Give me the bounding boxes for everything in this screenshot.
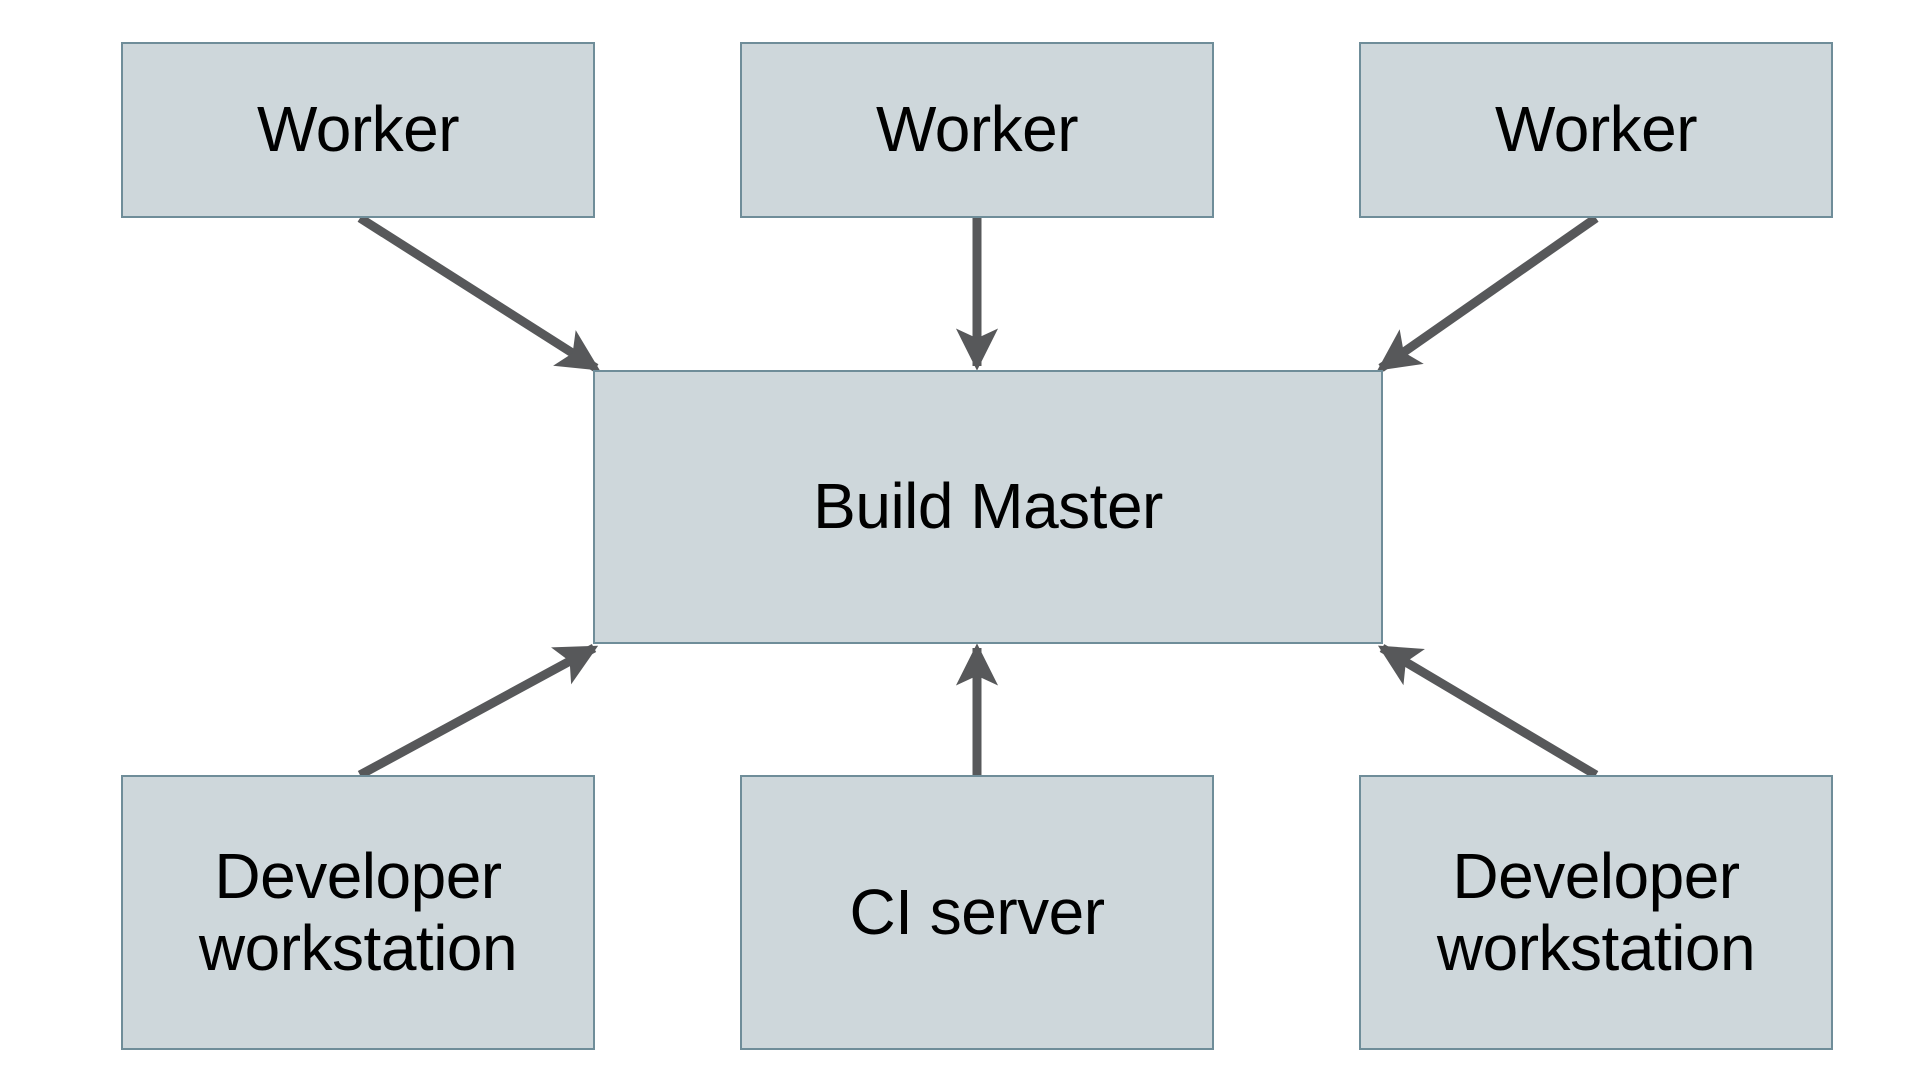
node-label: CI server (849, 875, 1105, 948)
edge-worker3-to-master (1377, 214, 1599, 372)
node-label: Worker (875, 93, 1079, 166)
node-build-master[interactable]: Build Master (593, 370, 1383, 644)
node-worker-3[interactable]: Worker (1359, 42, 1833, 218)
edge-worker1-to-master (357, 214, 600, 372)
node-label: Worker (1494, 93, 1698, 166)
node-worker-1[interactable]: Worker (121, 42, 595, 218)
edge-devleft-to-master (357, 644, 599, 779)
node-developer-workstation-right[interactable]: Developer workstation (1359, 775, 1833, 1050)
node-label: Developer workstation (198, 839, 518, 984)
node-label: Worker (256, 93, 460, 166)
edge-devright-to-master (1377, 644, 1599, 779)
node-label: Build Master (813, 470, 1163, 543)
node-label: Developer workstation (1436, 839, 1756, 984)
node-ci-server[interactable]: CI server (740, 775, 1214, 1050)
node-developer-workstation-left[interactable]: Developer workstation (121, 775, 595, 1050)
node-worker-2[interactable]: Worker (740, 42, 1214, 218)
